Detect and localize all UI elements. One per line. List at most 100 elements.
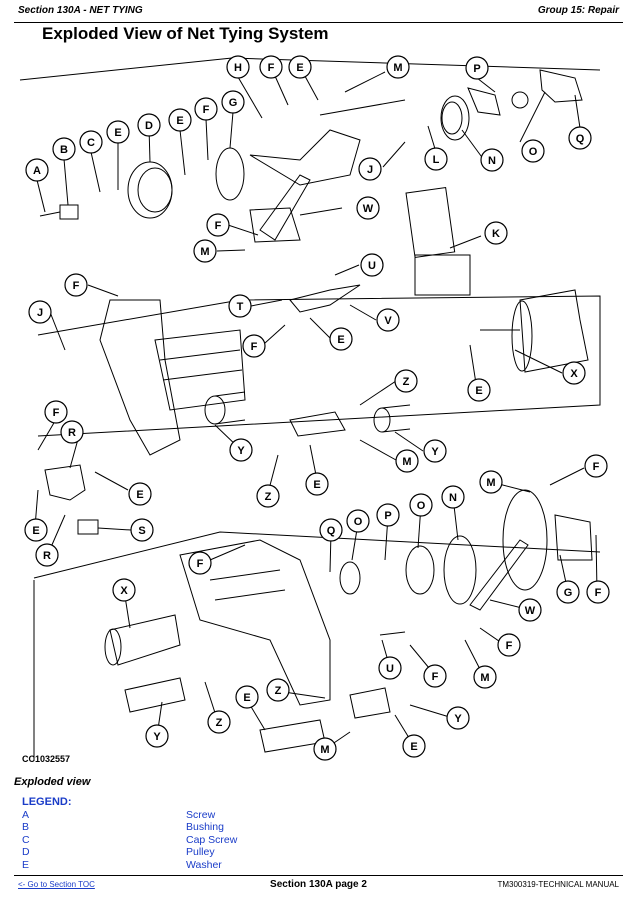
callout-letter: E xyxy=(32,525,39,537)
callout-letter: R xyxy=(43,550,51,562)
callout-letter: B xyxy=(60,144,68,156)
callout-letter: E xyxy=(114,127,121,139)
callout-letter: A xyxy=(33,165,41,177)
callout-f: F xyxy=(188,551,212,575)
callout-letter: F xyxy=(593,461,600,473)
legend-value: Screw xyxy=(186,809,216,821)
flange-o xyxy=(539,69,583,103)
callout-letter: E xyxy=(296,62,303,74)
callout-letter: M xyxy=(486,477,495,489)
callout-n: N xyxy=(441,485,465,509)
callout-letter: O xyxy=(354,516,363,528)
tensioner-arm xyxy=(44,464,86,501)
knife-v xyxy=(289,284,361,313)
callout-letter: E xyxy=(136,489,143,501)
diagram-panel-middle xyxy=(37,295,601,437)
hub-g xyxy=(215,147,245,201)
callout-letter: M xyxy=(320,744,329,756)
callout-letter: O xyxy=(529,146,538,158)
callout-m: M xyxy=(479,470,503,494)
callout-letter: Z xyxy=(265,491,272,503)
callout-letter: S xyxy=(138,525,145,537)
callout-letter: E xyxy=(313,479,320,491)
callout-letter: F xyxy=(203,104,210,116)
callout-letter: X xyxy=(120,585,128,597)
callout-f: F xyxy=(44,400,68,424)
callout-f: F xyxy=(242,334,266,358)
callout-f: F xyxy=(64,273,88,297)
bearing-o-bottom xyxy=(405,545,435,595)
callout-o: O xyxy=(521,139,545,163)
roller-y xyxy=(204,395,226,425)
callout-z: Z xyxy=(207,710,231,734)
callout-k: K xyxy=(484,221,508,245)
callout-letter: L xyxy=(433,154,440,166)
callout-e: E xyxy=(329,327,353,351)
callout-letter: U xyxy=(386,663,394,675)
callout-letter: E xyxy=(337,334,344,346)
motor-k xyxy=(414,254,471,296)
callout-j: J xyxy=(358,157,382,181)
callout-letter: G xyxy=(229,97,238,109)
section-title: Section 130A - NET TYING xyxy=(18,5,143,16)
callout-x: X xyxy=(562,361,586,385)
callout-letter: Y xyxy=(454,713,462,725)
callout-z: Z xyxy=(266,678,290,702)
block-s xyxy=(77,519,99,535)
arm-w xyxy=(469,539,529,611)
callout-letter: C xyxy=(87,137,95,149)
callout-o: O xyxy=(409,493,433,517)
roller-y-bottom xyxy=(124,677,186,713)
callout-e: E xyxy=(235,685,259,709)
callout-letter: F xyxy=(595,587,602,599)
callout-letter: J xyxy=(37,307,43,319)
callout-letter: F xyxy=(53,407,60,419)
bushing-b xyxy=(59,204,79,220)
callout-j: J xyxy=(28,300,52,324)
callout-d: D xyxy=(137,113,161,137)
callout-letter: N xyxy=(449,492,457,504)
figure-caption: Exploded view xyxy=(14,776,91,788)
callout-letter: P xyxy=(473,63,480,75)
callout-f: F xyxy=(423,664,447,688)
bearing-p xyxy=(511,91,529,109)
callout-m: M xyxy=(313,737,337,761)
callout-l: L xyxy=(424,147,448,171)
roller-x xyxy=(519,289,589,373)
callout-letter: E xyxy=(243,692,250,704)
legend-key: D xyxy=(22,846,30,859)
page-number: Section 130A page 2 xyxy=(270,879,367,890)
callout-m: M xyxy=(395,449,419,473)
page-title: Exploded View of Net Tying System xyxy=(42,24,329,43)
callout-e: E xyxy=(288,55,312,79)
callout-letter: W xyxy=(525,605,536,617)
cover-n xyxy=(440,95,470,141)
legend-value: Bushing xyxy=(186,821,224,834)
callout-letter: W xyxy=(363,203,374,215)
callout-letter: Q xyxy=(576,133,585,145)
callout-e: E xyxy=(305,472,329,496)
section-toc-link[interactable]: <- Go to Section TOC xyxy=(18,880,95,889)
callout-w: W xyxy=(518,598,542,622)
callout-letter: F xyxy=(251,341,258,353)
guide-plate xyxy=(154,329,246,411)
exploded-view-diagram: ABCEDEFGHFEMPOQJLNWKFMUTVFEJFXEZFREYMYZE… xyxy=(19,55,610,761)
callout-r: R xyxy=(35,543,59,567)
callout-p: P xyxy=(465,56,489,80)
callout-g: G xyxy=(221,90,245,114)
callout-letter: Y xyxy=(153,731,161,743)
callout-m: M xyxy=(193,239,217,263)
roller-x-bottom xyxy=(109,614,181,666)
callout-letter: E xyxy=(176,115,183,127)
group-title: Group 15: Repair xyxy=(537,5,619,16)
callout-letter: F xyxy=(73,280,80,292)
callout-letter: E xyxy=(475,385,482,397)
callout-t: T xyxy=(228,294,252,318)
callout-letter: G xyxy=(564,587,573,599)
callout-z: Z xyxy=(394,369,418,393)
callout-e: E xyxy=(467,378,491,402)
callout-m: M xyxy=(386,55,410,79)
callout-a: A xyxy=(25,158,49,182)
